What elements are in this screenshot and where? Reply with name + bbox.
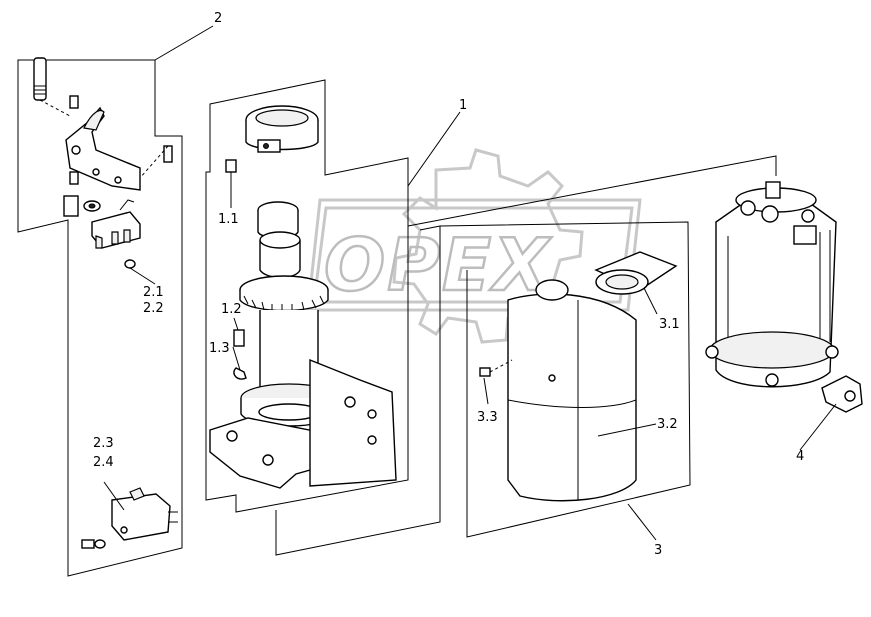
fluid-reservoir bbox=[507, 293, 637, 502]
leader-lines bbox=[103, 25, 837, 541]
callout-4: 4 bbox=[796, 449, 804, 464]
tank-screw bbox=[479, 367, 491, 377]
circlip bbox=[233, 367, 247, 380]
callout-1-1: 1.1 bbox=[218, 212, 239, 227]
callout-2: 2 bbox=[214, 11, 222, 26]
watermark-text: OPEX bbox=[324, 223, 552, 307]
set-screw bbox=[225, 159, 237, 173]
group-3-parts bbox=[479, 251, 678, 502]
callout-1-3: 1.3 bbox=[209, 341, 230, 356]
callout-2-3: 2.3 bbox=[93, 436, 114, 451]
group-1-frame bbox=[205, 79, 441, 556]
small-nut bbox=[124, 259, 136, 269]
frame-outline bbox=[407, 155, 777, 227]
screw bbox=[81, 539, 95, 549]
group-4-parts bbox=[705, 181, 863, 413]
frame-outline bbox=[17, 59, 183, 577]
callout-labels: 2 1 1.1 2.1 2.2 1.2 1.3 3.1 3.3 3.2 2.3 … bbox=[93, 11, 804, 558]
callout-2-1: 2.1 bbox=[143, 285, 164, 300]
screw bbox=[163, 145, 173, 163]
group-2-parts bbox=[33, 57, 178, 549]
callout-2-4: 2.4 bbox=[93, 455, 114, 470]
opex-watermark-logo: OPEX bbox=[306, 148, 642, 344]
frame-outline bbox=[205, 79, 409, 513]
group-3-frame bbox=[439, 221, 691, 538]
callout-3: 3 bbox=[654, 543, 662, 558]
group-4-frame bbox=[407, 155, 777, 227]
group-2-frame bbox=[17, 59, 183, 577]
callout-3-3: 3.3 bbox=[477, 410, 498, 425]
screw bbox=[69, 95, 79, 109]
callout-1: 1 bbox=[459, 98, 467, 113]
fitting bbox=[793, 225, 817, 245]
group-1-parts bbox=[209, 105, 397, 489]
callout-2-2: 2.2 bbox=[143, 301, 164, 316]
elbow-fitting bbox=[821, 375, 863, 413]
callout-3-1: 3.1 bbox=[659, 317, 680, 332]
micro-switch-lower bbox=[111, 493, 171, 541]
callout-1-2: 1.2 bbox=[221, 302, 242, 317]
callout-3-2: 3.2 bbox=[657, 417, 678, 432]
frame-outline-lower bbox=[275, 225, 441, 556]
clamp bbox=[63, 195, 79, 217]
mounting-bracket bbox=[309, 358, 397, 487]
bolt bbox=[233, 329, 245, 347]
frame-outline bbox=[439, 221, 691, 538]
